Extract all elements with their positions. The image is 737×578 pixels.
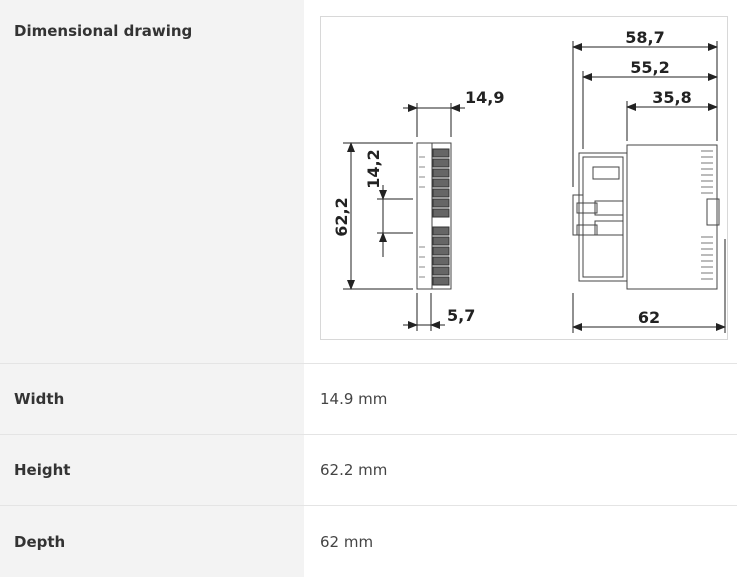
dim-depth-overall: 58,7 [625,28,664,47]
dim-inner-height: 14,2 [364,149,383,188]
spec-label-depth: Depth [0,506,304,577]
side-dimensions [572,41,726,333]
dim-bottom-small: 5,7 [447,306,475,325]
dim-width-top: 14,9 [465,88,504,107]
spec-row-depth: Depth 62 mm [0,506,737,577]
side-view [572,144,720,290]
spec-value-width: 14.9 mm [304,364,737,434]
spec-label-width: Width [0,364,304,434]
terminal-clips [432,148,450,286]
front-view [416,142,452,290]
side-body [578,144,718,290]
dimensional-drawing-svg: 14,9 62,2 14,2 5,7 [332,28,726,333]
drawing-label: Dimensional drawing [0,0,304,363]
drawing-cell: 14,9 62,2 14,2 5,7 [304,0,737,363]
spec-value-height: 62.2 mm [304,435,737,505]
dimensional-drawing: 14,9 62,2 14,2 5,7 [320,16,728,340]
front-body [416,142,452,290]
dim-depth-mid: 55,2 [630,58,669,77]
spec-label-height: Height [0,435,304,505]
drawing-row: Dimensional drawing [0,0,737,364]
dim-depth-bottom: 62 [638,308,660,327]
front-dimensions [343,103,465,331]
spec-row-height: Height 62.2 mm [0,435,737,506]
dim-depth-short: 35,8 [652,88,691,107]
spec-value-depth: 62 mm [304,506,737,577]
spec-row-width: Width 14.9 mm [0,364,737,435]
dim-height-left: 62,2 [332,197,351,236]
